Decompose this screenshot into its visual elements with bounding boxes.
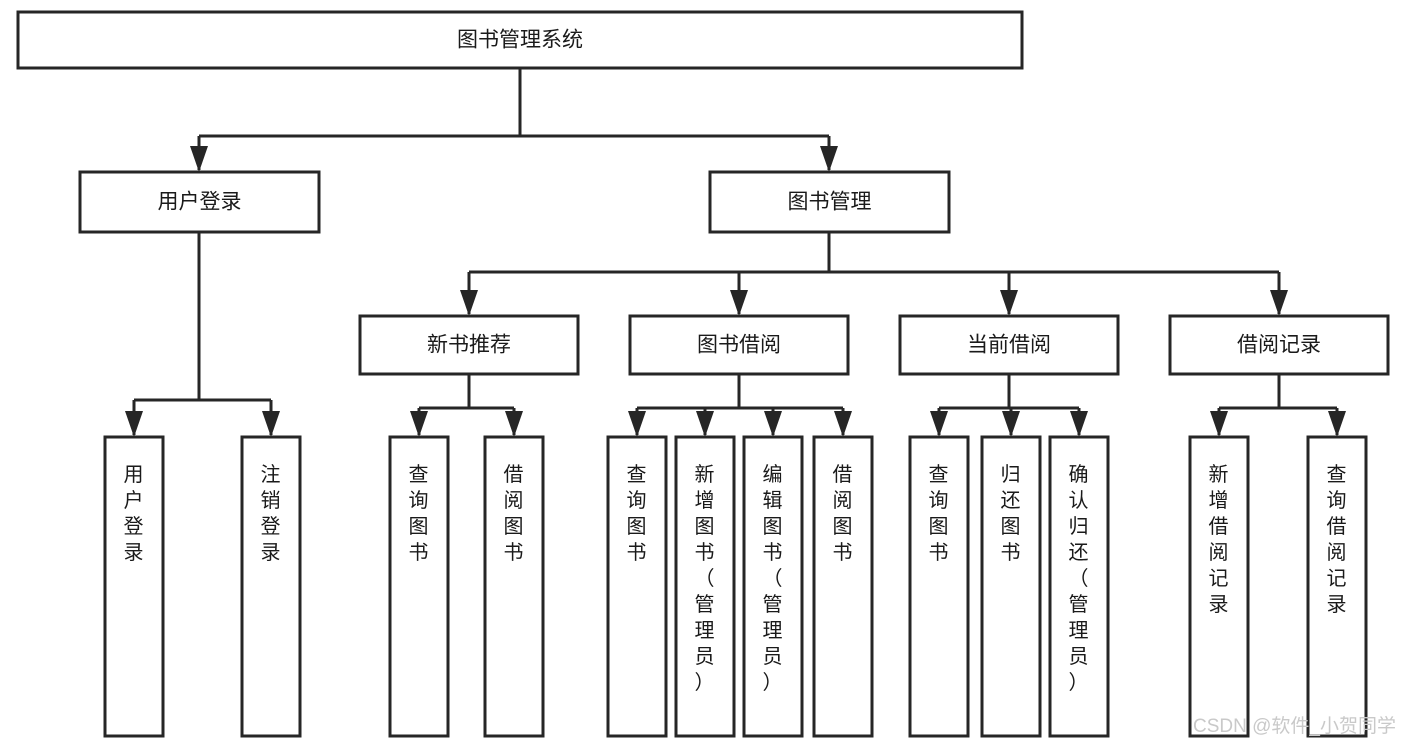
- node-box[interactable]: [358, 314, 580, 376]
- arrow-head-icon: [410, 411, 428, 437]
- arrow-head-icon: [1210, 411, 1228, 437]
- node-leaf-user-login[interactable]: 用户登录: [103, 435, 165, 738]
- arrow-head-icon: [460, 290, 478, 316]
- node-leaf-cb-confirm[interactable]: 确认归还（管理员）: [1048, 435, 1110, 738]
- node-book-borrow[interactable]: 图书借阅: [628, 314, 850, 376]
- node-box[interactable]: [674, 435, 736, 738]
- node-borrow-record[interactable]: 借阅记录: [1168, 314, 1390, 376]
- node-label: 确认归还（管理员）: [1069, 463, 1090, 694]
- node-label: 查询图书: [929, 463, 950, 564]
- node-leaf-br-query[interactable]: 查询借阅记录: [1306, 435, 1368, 738]
- node-label: 归还图书: [1001, 463, 1022, 564]
- node-box[interactable]: [240, 435, 302, 738]
- arrow-head-icon: [628, 411, 646, 437]
- node-leaf-rec-query[interactable]: 查询图书: [388, 435, 450, 738]
- connector-group-currentborrow-to-leaves: [930, 374, 1088, 437]
- connector-group-borrowrecord-to-leaves: [1210, 374, 1346, 437]
- node-leaf-bb-edit[interactable]: 编辑图书（管理员）: [742, 435, 804, 738]
- connector-group-root-to-level1: [190, 68, 838, 172]
- arrow-head-icon: [820, 146, 838, 172]
- node-label: 用户登录: [158, 191, 242, 214]
- arrow-head-icon: [764, 411, 782, 437]
- node-box[interactable]: [16, 10, 1024, 70]
- arrow-head-icon: [190, 146, 208, 172]
- node-leaf-br-add[interactable]: 新增借阅记录: [1188, 435, 1250, 738]
- node-box[interactable]: [742, 435, 804, 738]
- node-label: 当前借阅: [967, 334, 1051, 357]
- node-label: 查询借阅记录: [1327, 463, 1348, 616]
- node-label: 借阅图书: [504, 463, 525, 564]
- node-leaf-bb-query[interactable]: 查询图书: [606, 435, 668, 738]
- node-label: 新增图书（管理员）: [695, 463, 716, 694]
- node-book-manage[interactable]: 图书管理: [708, 170, 951, 234]
- arrow-head-icon: [696, 411, 714, 437]
- arrow-head-icon: [1002, 411, 1020, 437]
- node-new-book-rec[interactable]: 新书推荐: [358, 314, 580, 376]
- arrow-head-icon: [1070, 411, 1088, 437]
- node-layer: 图书管理系统用户登录图书管理新书推荐图书借阅当前借阅借阅记录用户登录注销登录查询…: [16, 10, 1390, 738]
- node-box[interactable]: [388, 435, 450, 738]
- node-box[interactable]: [103, 435, 165, 738]
- node-label: 查询图书: [627, 463, 648, 564]
- node-box[interactable]: [606, 435, 668, 738]
- node-box[interactable]: [1306, 435, 1368, 738]
- connector-group-bookmanage-to-level2: [460, 232, 1288, 316]
- node-label: 图书管理系统: [457, 29, 583, 52]
- node-label: 注销登录: [261, 463, 282, 564]
- node-label: 查询图书: [409, 463, 430, 564]
- node-box[interactable]: [908, 435, 970, 738]
- node-box[interactable]: [1168, 314, 1390, 376]
- node-box[interactable]: [980, 435, 1042, 738]
- csdn-watermark: CSDN @软件_小贺同学: [1193, 715, 1396, 737]
- node-box[interactable]: [78, 170, 321, 234]
- arrow-head-icon: [1000, 290, 1018, 316]
- node-box[interactable]: [1048, 435, 1110, 738]
- node-box[interactable]: [1188, 435, 1250, 738]
- node-current-borrow[interactable]: 当前借阅: [898, 314, 1120, 376]
- arrow-head-icon: [930, 411, 948, 437]
- node-leaf-bb-add[interactable]: 新增图书（管理员）: [674, 435, 736, 738]
- arrow-head-icon: [125, 411, 143, 437]
- connector-group-newbookrec-to-leaves: [410, 374, 523, 437]
- node-leaf-rec-borrow[interactable]: 借阅图书: [483, 435, 545, 738]
- node-label: 借阅记录: [1237, 334, 1321, 357]
- arrow-head-icon: [505, 411, 523, 437]
- node-label: 图书借阅: [697, 334, 781, 357]
- node-label: 借阅图书: [833, 463, 854, 564]
- arrow-head-icon: [1270, 290, 1288, 316]
- node-leaf-bb-borrow[interactable]: 借阅图书: [812, 435, 874, 738]
- connector-group-userlogin-to-leaves: [125, 232, 280, 437]
- connector-layer: [125, 68, 1346, 437]
- node-label: 新增借阅记录: [1209, 463, 1230, 616]
- node-label: 图书管理: [788, 191, 872, 214]
- arrow-head-icon: [1328, 411, 1346, 437]
- node-label: 编辑图书（管理员）: [763, 463, 784, 694]
- node-label: 用户登录: [124, 464, 145, 564]
- arrow-head-icon: [262, 411, 280, 437]
- node-box[interactable]: [708, 170, 951, 234]
- arrow-head-icon: [730, 290, 748, 316]
- node-label: 新书推荐: [427, 334, 511, 357]
- node-user-login[interactable]: 用户登录: [78, 170, 321, 234]
- node-leaf-cb-query[interactable]: 查询图书: [908, 435, 970, 738]
- node-root[interactable]: 图书管理系统: [16, 10, 1024, 70]
- node-leaf-cb-return[interactable]: 归还图书: [980, 435, 1042, 738]
- connector-group-bookborrow-to-leaves: [628, 374, 852, 437]
- node-box[interactable]: [812, 435, 874, 738]
- arrow-head-icon: [834, 411, 852, 437]
- node-box[interactable]: [628, 314, 850, 376]
- node-box[interactable]: [898, 314, 1120, 376]
- node-leaf-logout[interactable]: 注销登录: [240, 435, 302, 738]
- node-box[interactable]: [483, 435, 545, 738]
